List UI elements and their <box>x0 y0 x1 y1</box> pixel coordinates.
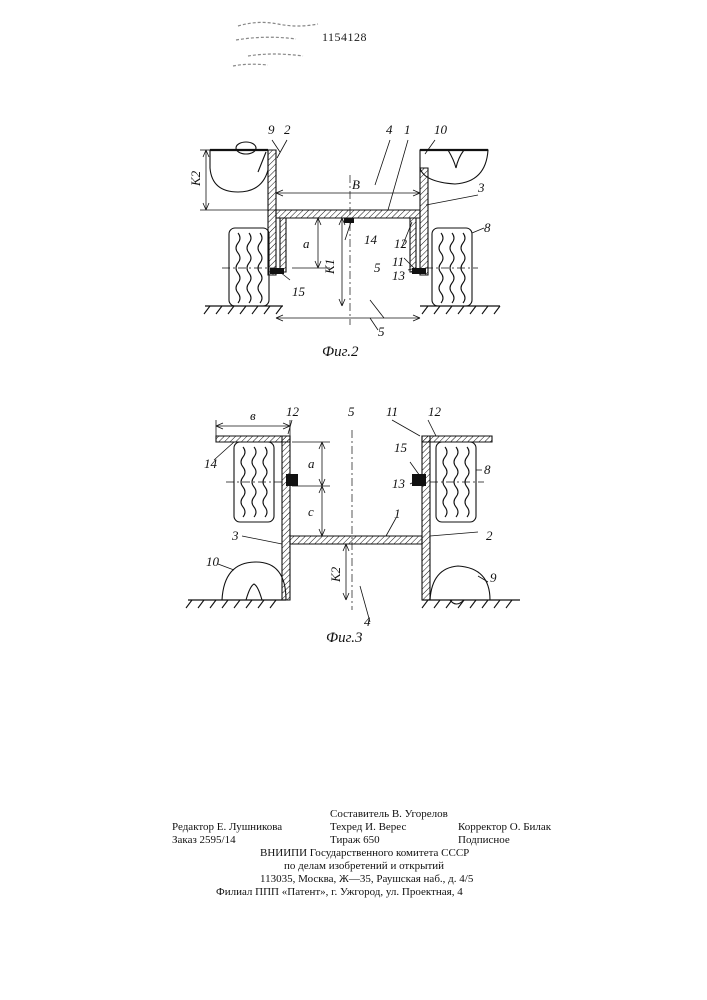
editor: Редактор Е. Лушникова <box>172 821 282 834</box>
org-line-1: ВНИИПИ Государственного комитета СССР <box>260 847 469 860</box>
label-9: 9 <box>490 570 497 585</box>
post-left <box>282 436 290 600</box>
label-10: 10 <box>206 554 220 569</box>
ground-right <box>422 600 520 608</box>
body-9 <box>210 142 268 192</box>
fastener-13 <box>412 268 426 274</box>
dimension-K2 <box>343 544 349 600</box>
label-8: 8 <box>484 220 491 235</box>
wheel-left <box>226 442 282 522</box>
label-c: c <box>308 504 314 519</box>
plate-12-left <box>216 436 290 442</box>
label-2: 2 <box>486 528 493 543</box>
label-13: 13 <box>392 476 406 491</box>
label-12: 12 <box>394 236 408 251</box>
dimension-5 <box>276 315 420 321</box>
label-K2: K2 <box>188 170 203 187</box>
wheel-right <box>430 442 484 522</box>
cross-beam <box>276 210 420 218</box>
label-8: 8 <box>484 462 491 477</box>
figure-3-caption: Фиг.3 <box>326 630 362 646</box>
label-9: 9 <box>268 122 275 137</box>
dimension-K2 <box>200 150 276 210</box>
ground-right <box>420 306 500 314</box>
label-2: 2 <box>284 122 291 137</box>
plate-12-right <box>422 436 492 442</box>
address: 113035, Москва, Ж—35, Раушская наб., д. … <box>260 873 473 886</box>
inner-bracket-right <box>410 218 416 272</box>
label-13: 13 <box>392 268 406 283</box>
wheel-right <box>425 228 478 306</box>
org-line-2: по делам изобретений и открытий <box>284 860 444 873</box>
label-K2: K2 <box>328 566 343 583</box>
dimension-B <box>276 190 420 196</box>
inner-bracket-left <box>280 218 286 272</box>
branch: Филиал ППП «Патент», г. Ужгород, ул. Про… <box>216 886 463 899</box>
cross-beam <box>290 536 422 544</box>
label-15: 15 <box>292 284 306 299</box>
ground-left <box>204 306 283 314</box>
label-5: 5 <box>348 404 355 419</box>
imprint-block: Составитель В. Угорелов Редактор Е. Лушн… <box>160 808 580 899</box>
label-12-left: 12 <box>286 404 300 419</box>
ground-left <box>186 600 286 608</box>
techred: Техред И. Верес <box>330 821 406 834</box>
label-11: 11 <box>392 254 404 269</box>
compiler: Составитель В. Угорелов <box>330 808 448 821</box>
post-right <box>422 436 430 600</box>
label-K1: K1 <box>322 259 337 275</box>
label-12-right: 12 <box>428 404 442 419</box>
label-5-inner: 5 <box>374 260 381 275</box>
label-5: 5 <box>378 324 385 339</box>
label-b: в <box>250 408 256 423</box>
circulation: Тираж 650 <box>330 834 380 847</box>
order: Заказ 2595/14 <box>172 834 236 847</box>
label-11: 11 <box>386 404 398 419</box>
label-14: 14 <box>204 456 218 471</box>
label-1: 1 <box>404 122 411 137</box>
label-4: 4 <box>364 614 371 629</box>
label-14: 14 <box>364 232 378 247</box>
label-a: a <box>308 456 315 471</box>
fastener-15 <box>412 474 426 486</box>
body-10 <box>420 150 488 184</box>
fastener-14 <box>344 218 354 223</box>
subscription: Подписное <box>458 834 510 847</box>
dimension-K1 <box>339 218 345 306</box>
label-3: 3 <box>231 528 239 543</box>
body-9 <box>430 566 490 604</box>
figure-2-caption: Фиг.2 <box>322 344 359 360</box>
label-15: 15 <box>394 440 408 455</box>
label-3: 3 <box>477 180 485 195</box>
label-4: 4 <box>386 122 393 137</box>
fastener-left <box>286 474 298 486</box>
patent-number: 1154128 <box>322 30 367 45</box>
label-B: B <box>352 177 360 192</box>
library-stamp <box>228 18 368 73</box>
label-a: a <box>303 236 310 251</box>
figure-2: 9 2 4 1 10 3 8 B K2 a K1 14 12 11 13 5 1… <box>0 100 707 370</box>
figure-3: в 12 5 11 12 14 15 13 8 a c 1 2 3 K2 10 … <box>0 400 707 660</box>
body-10 <box>222 562 286 600</box>
label-1: 1 <box>394 506 401 521</box>
post-right <box>420 168 428 275</box>
label-10: 10 <box>434 122 448 137</box>
corrector: Корректор О. Билак <box>458 821 551 834</box>
post-left <box>268 150 276 275</box>
